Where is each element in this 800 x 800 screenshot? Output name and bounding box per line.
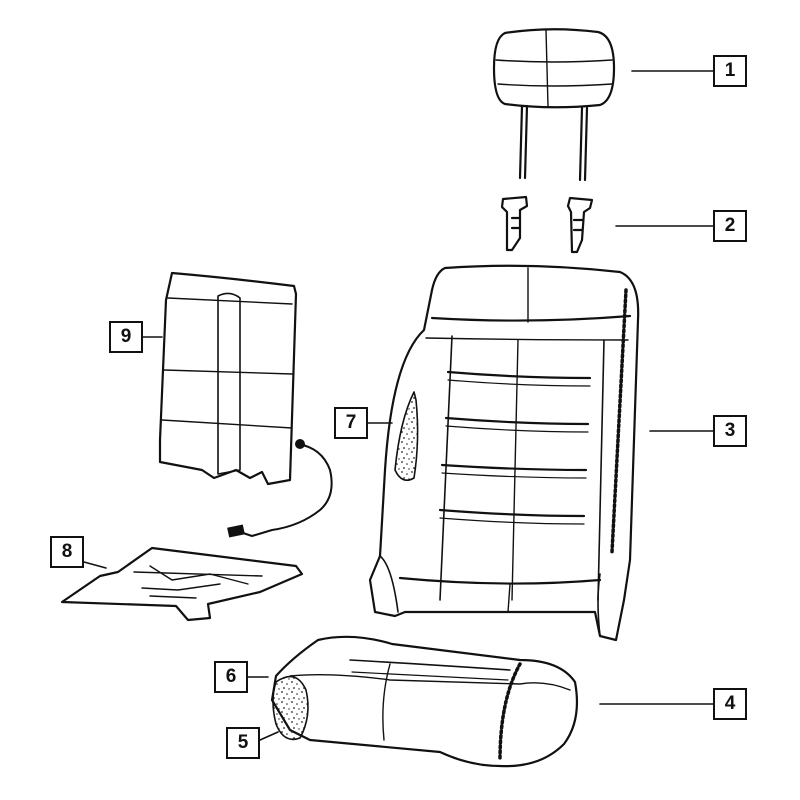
leader-lines (83, 70, 714, 741)
callout-3: 3 (713, 415, 747, 447)
seat-cushion-foam (272, 675, 309, 741)
seat-sensor-mat (60, 546, 304, 622)
seat-cushion-cover (270, 635, 578, 768)
back-panel (158, 271, 333, 538)
callout-2: 2 (713, 210, 747, 242)
callout-6: 6 (214, 661, 248, 693)
seatback-cover (368, 264, 640, 642)
callout-8: 8 (50, 536, 84, 568)
headrest-guides (500, 195, 594, 254)
callout-1: 1 (713, 55, 747, 87)
callout-9: 9 (109, 321, 143, 353)
callout-5: 5 (226, 727, 260, 759)
callout-7: 7 (334, 407, 368, 439)
headrest (492, 28, 616, 182)
callout-4: 4 (713, 688, 747, 720)
seatback-side-foam (394, 391, 419, 481)
